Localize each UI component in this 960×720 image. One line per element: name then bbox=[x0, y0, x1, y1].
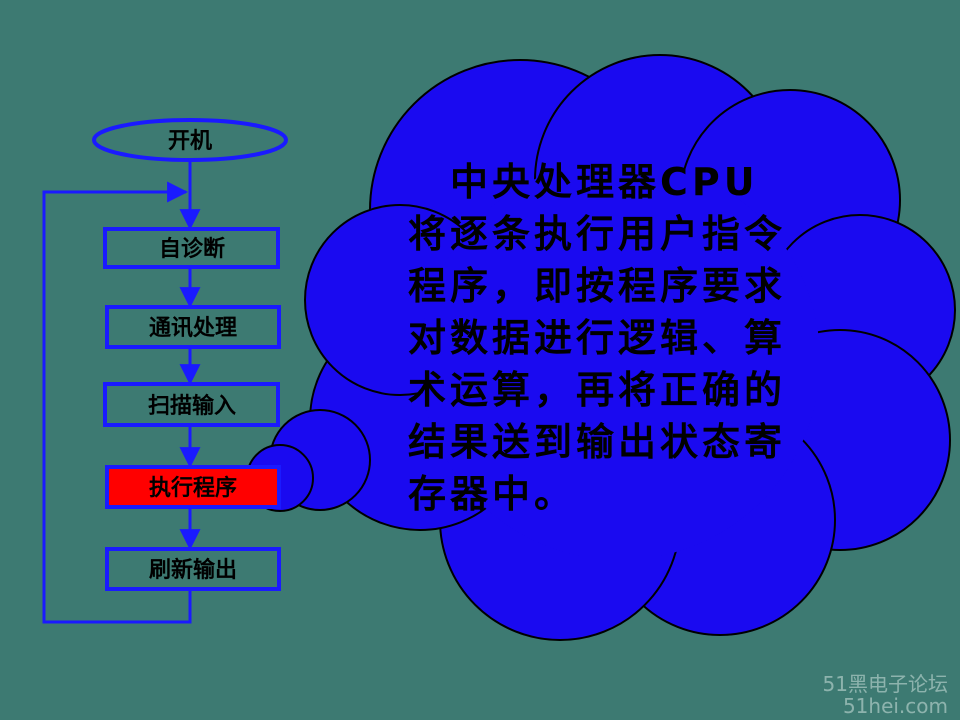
watermark-site: 51hei.com bbox=[842, 694, 948, 718]
callout-line: 术运算，再将正确的 bbox=[408, 368, 787, 412]
callout-line: 中央处理器CPU bbox=[408, 160, 759, 204]
step-box-communication bbox=[105, 305, 281, 349]
watermark-forum-name: 51黑电子论坛 bbox=[822, 672, 948, 696]
start-label: 开机 bbox=[168, 129, 212, 154]
callout-line: 对数据进行逻辑、算 bbox=[408, 316, 787, 360]
step-box-self-diagnosis bbox=[103, 227, 280, 269]
step-label-execute-program: 执行程序 bbox=[149, 475, 237, 501]
callout-line: 程序，即按程序要求 bbox=[408, 264, 787, 308]
callout-text: 中央处理器CPU 将逐条执行用户指令 程序，即按程序要求 对数据进行逻辑、算 术… bbox=[408, 156, 820, 520]
step-label-refresh-output: 刷新输出 bbox=[149, 557, 237, 583]
callout-line: 将逐条执行用户指令 bbox=[408, 212, 787, 256]
step-label-scan-input: 扫描输入 bbox=[148, 393, 236, 419]
callout-line: 结果送到输出状态寄 bbox=[408, 420, 787, 464]
step-box-execute-program bbox=[105, 465, 281, 509]
loop-back-line bbox=[42, 181, 192, 624]
step-label-communication: 通讯处理 bbox=[149, 315, 237, 341]
step-box-scan-input bbox=[103, 382, 280, 427]
callout-line: 存器中。 bbox=[408, 472, 577, 516]
step-box-refresh-output bbox=[105, 547, 281, 591]
step-label-self-diagnosis: 自诊断 bbox=[159, 236, 225, 262]
